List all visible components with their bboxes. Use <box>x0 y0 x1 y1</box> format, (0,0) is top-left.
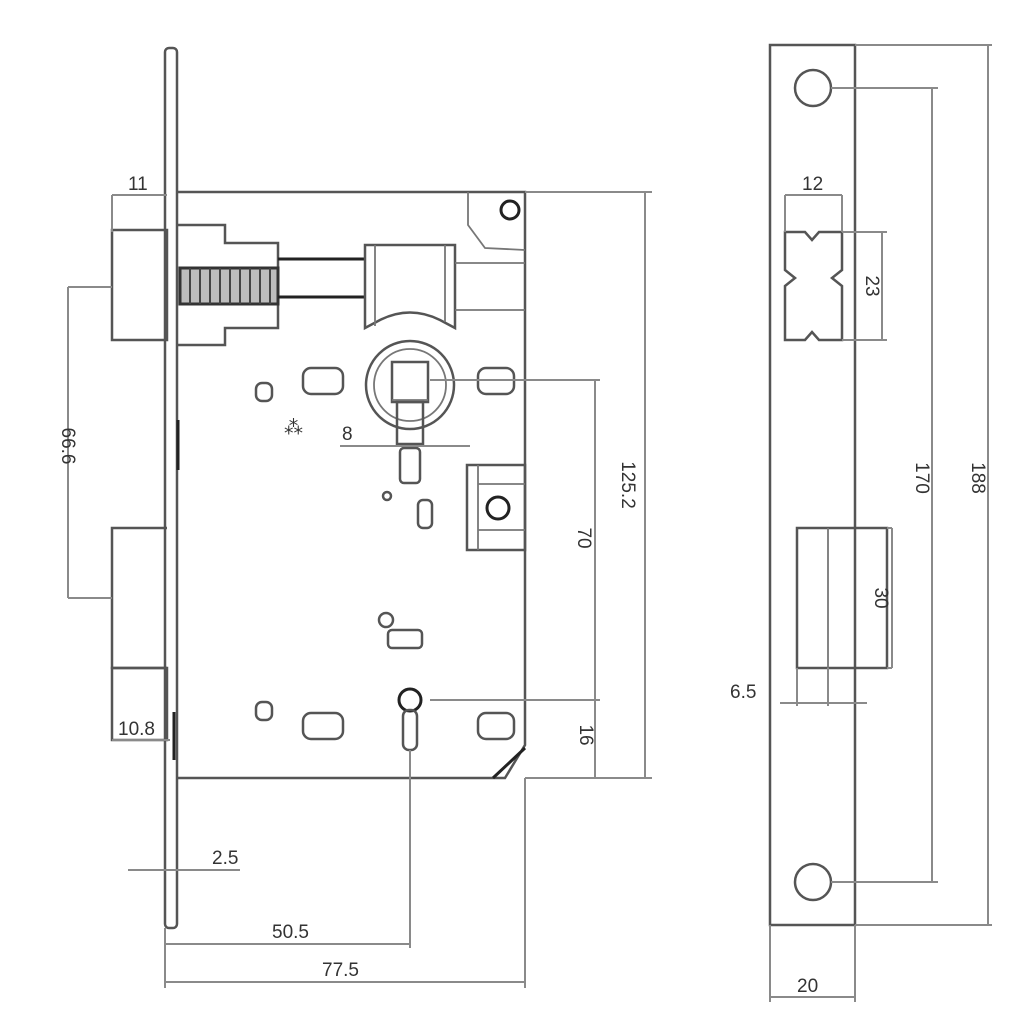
latch-opening <box>783 230 844 342</box>
dim-latch-opening-height: 23 <box>861 275 882 296</box>
dim-bolt-offset: 6.5 <box>730 682 756 703</box>
follower-hub-outer <box>364 339 456 431</box>
bracket-screw-hole <box>485 495 511 521</box>
strike-plate-dimensions: 12 23 170 188 30 6.5 20 <box>730 44 992 1002</box>
dim-bolt-opening-height: 30 <box>870 587 891 608</box>
follower-arm <box>395 400 425 446</box>
dim-latch-projection: 11 <box>128 174 148 195</box>
dim-hole-spacing: 170 <box>911 462 932 494</box>
keyhole-slot <box>401 708 419 752</box>
strike-screw-hole-top <box>793 68 833 108</box>
follower-hub-inner <box>373 348 447 422</box>
strike-plate <box>768 43 857 927</box>
dim-faceplate-thickness: 2.5 <box>212 848 238 869</box>
dim-plate-width: 20 <box>797 976 818 997</box>
case-chamfer <box>491 746 527 780</box>
dim-keyhole-to-bottom: 16 <box>575 724 596 745</box>
mounting-slot <box>301 711 345 741</box>
dim-body-height: 125.2 <box>617 461 638 509</box>
lock-body-view <box>110 46 527 930</box>
small-slot <box>386 628 424 650</box>
latch-spring <box>178 266 280 306</box>
deadbolt <box>110 526 167 670</box>
mounting-hole <box>254 381 274 403</box>
screw-bracket <box>465 463 527 552</box>
mounting-slot <box>301 366 345 396</box>
mounting-slot <box>476 711 516 741</box>
spindle-square <box>390 360 430 404</box>
small-hole <box>377 611 395 629</box>
keyhole <box>397 687 423 713</box>
dim-spindle-size: 8 <box>342 424 353 445</box>
dim-deadbolt-projection: 10.8 <box>118 719 155 740</box>
dim-spindle-to-keyhole: 70 <box>573 527 594 548</box>
faceplate <box>163 46 179 930</box>
small-slot <box>416 498 434 530</box>
latch-tail-block <box>363 243 457 331</box>
corner-screw-hole <box>499 199 521 221</box>
lock-body-dimensions: 11 66.6 8 ⁂ 125.2 70 16 10.8 2.5 50.5 <box>57 174 652 988</box>
small-dot <box>381 490 393 502</box>
dim-latch-opening-width: 12 <box>802 174 823 195</box>
mounting-hole <box>254 700 274 722</box>
dim-latch-to-bolt: 66.6 <box>57 428 78 465</box>
corner-screw-tab <box>467 192 526 251</box>
dim-body-depth: 77.5 <box>322 960 359 981</box>
dim-plate-height: 188 <box>967 462 988 494</box>
bolt-opening <box>795 526 889 670</box>
strike-screw-hole-bottom <box>793 862 833 902</box>
dim-backset: 50.5 <box>272 922 309 943</box>
lock-case <box>177 190 527 780</box>
follower-stem <box>398 446 422 485</box>
strike-plate-view <box>768 43 889 927</box>
latch-bolt <box>110 228 169 342</box>
label-mark: ⁂ <box>284 418 303 439</box>
